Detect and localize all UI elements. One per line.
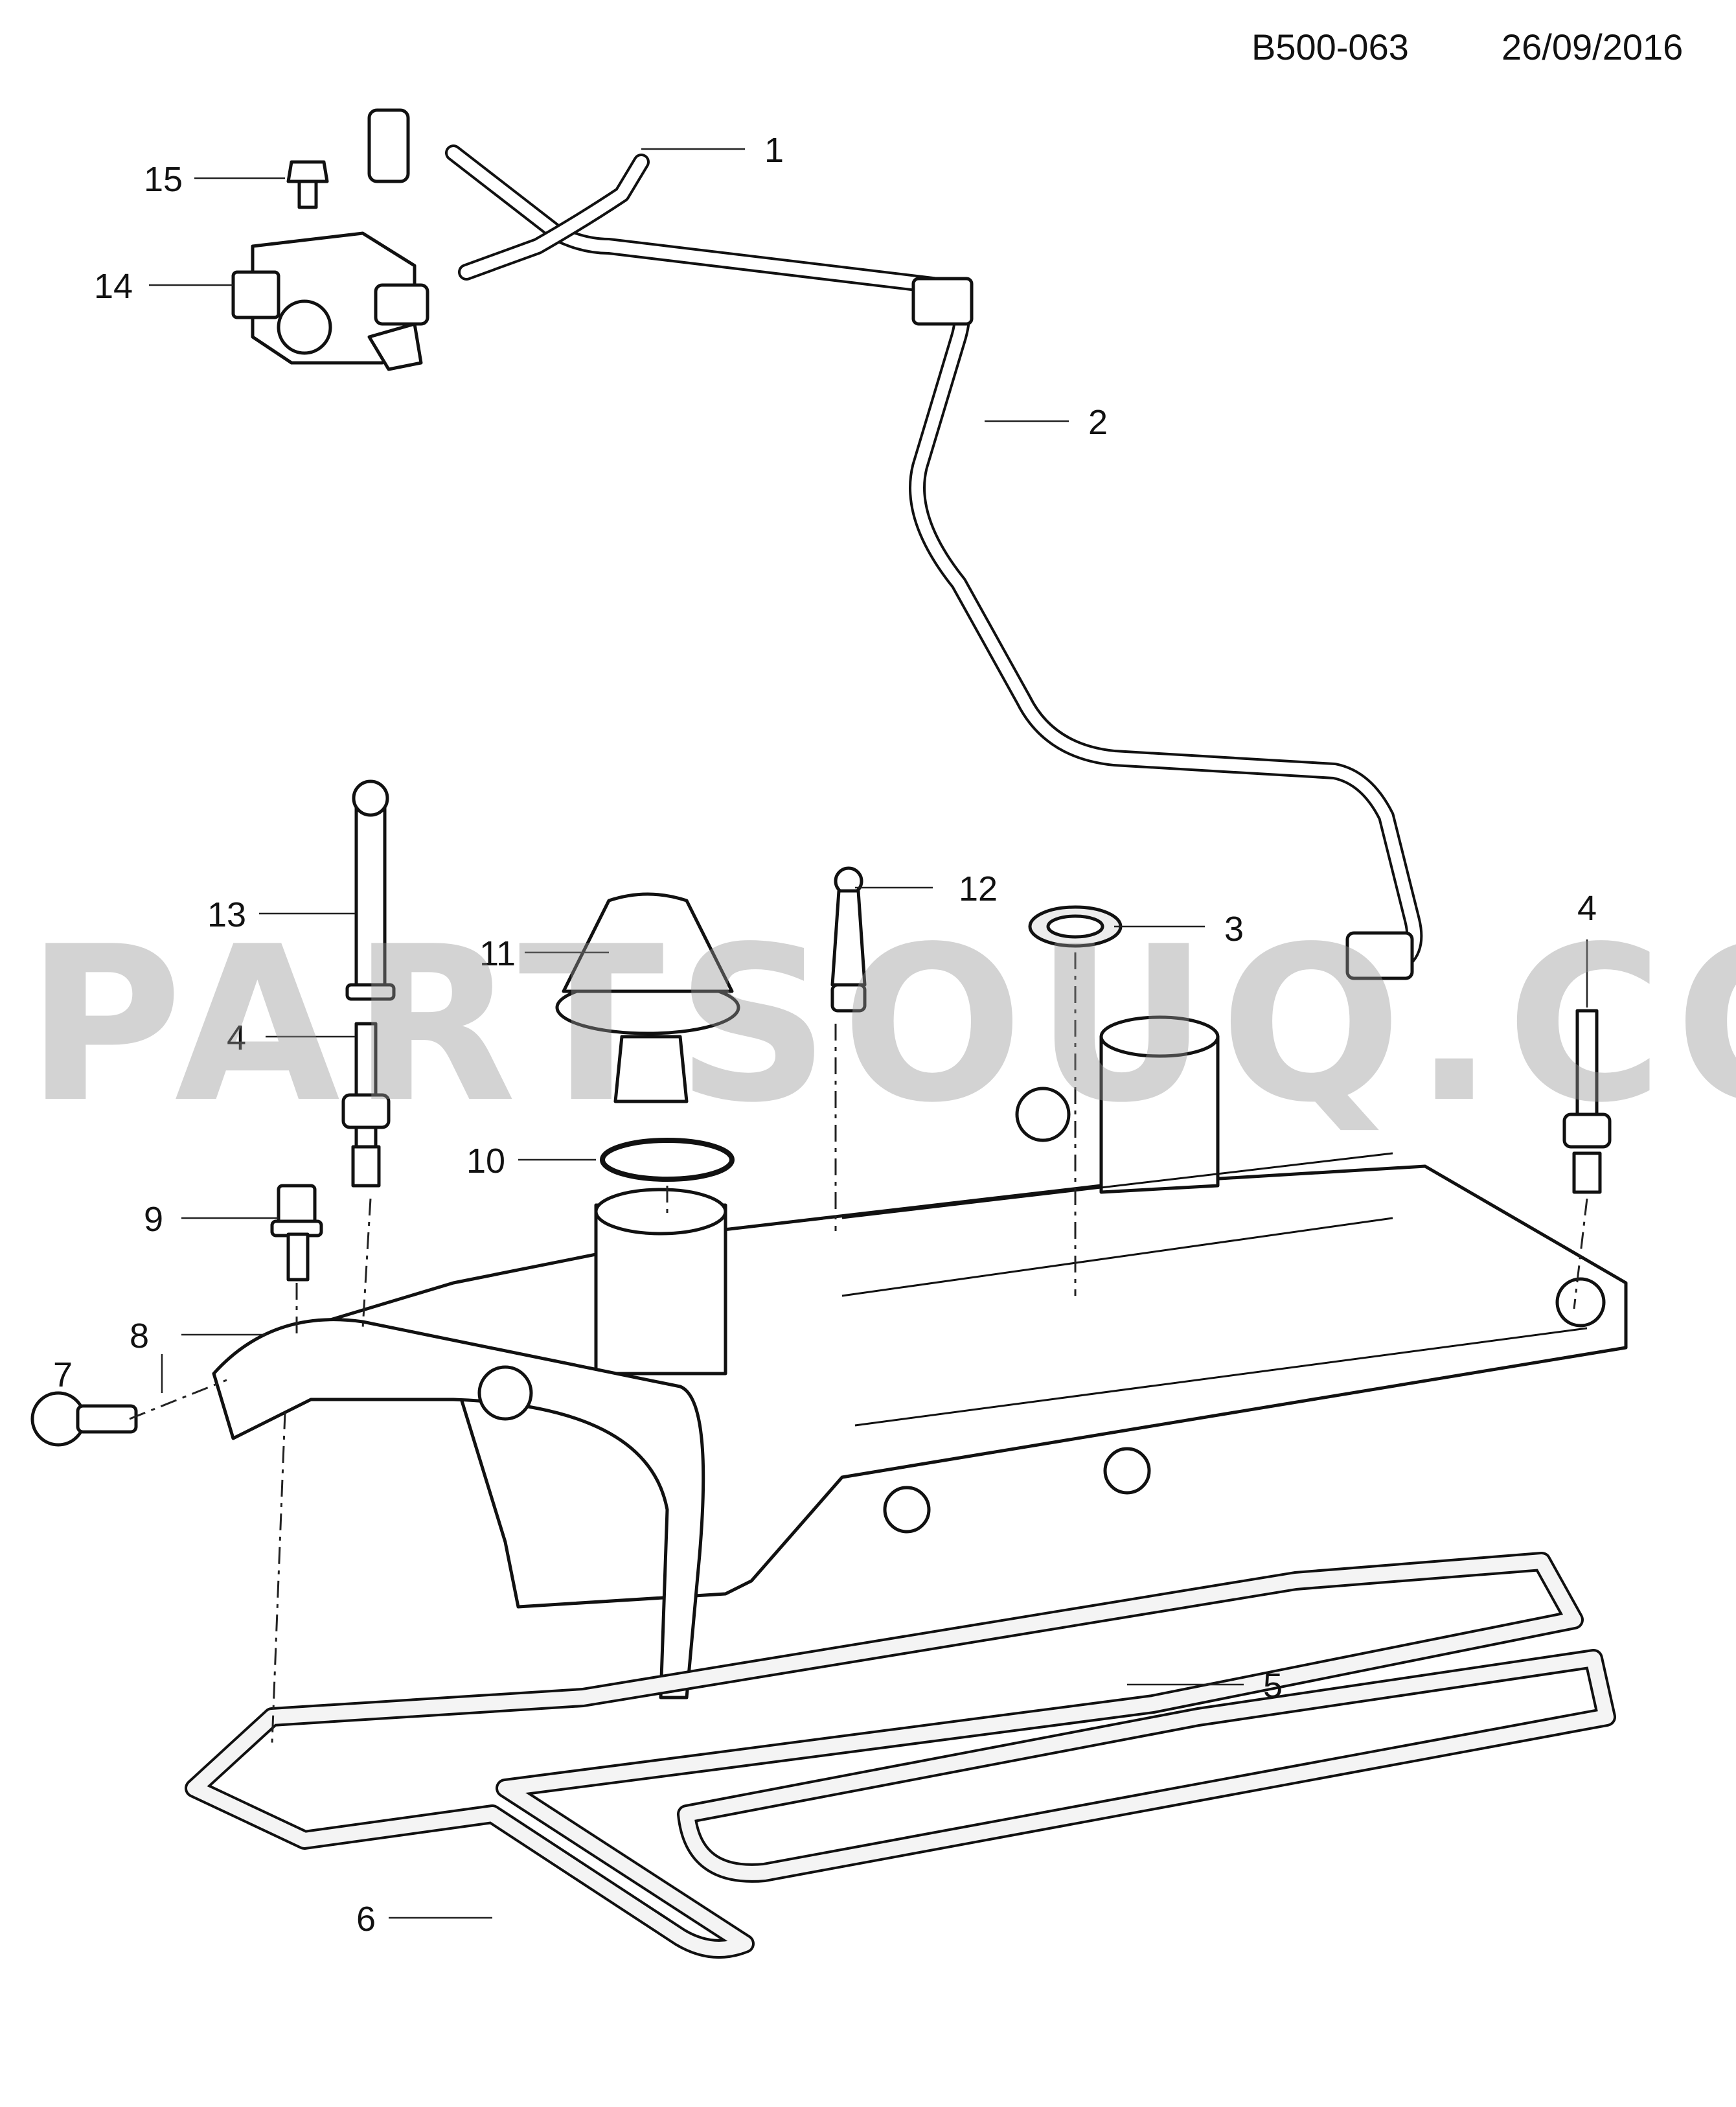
diagram-date: 26/09/2016 bbox=[1502, 27, 1684, 67]
gasket-6[interactable] bbox=[185, 1552, 1584, 1959]
hose-assembly[interactable] bbox=[367, 108, 1423, 980]
callout-10: 10 bbox=[466, 1142, 505, 1180]
callout-4-left: 4 bbox=[227, 1019, 246, 1057]
callout-1: 1 bbox=[764, 131, 784, 170]
callout-3: 3 bbox=[1224, 910, 1244, 949]
leader-lines bbox=[149, 148, 1588, 1919]
diagram-code: B500-063 bbox=[1251, 27, 1409, 67]
gasket-5[interactable] bbox=[677, 1649, 1616, 1883]
o-ring-10[interactable] bbox=[600, 1138, 735, 1182]
callout-7: 7 bbox=[53, 1355, 73, 1394]
callout-4-right: 4 bbox=[1577, 889, 1597, 928]
valve-cover[interactable] bbox=[212, 1015, 1628, 1699]
vacuum-valve[interactable] bbox=[231, 231, 429, 371]
callout-12: 12 bbox=[959, 869, 998, 908]
watermark: PARTSOUQ.COM bbox=[26, 901, 1736, 1149]
callout-5: 5 bbox=[1263, 1666, 1283, 1705]
callout-2: 2 bbox=[1088, 403, 1108, 442]
callout-15: 15 bbox=[144, 160, 183, 199]
callout-9: 9 bbox=[144, 1200, 163, 1239]
alignment-lines bbox=[129, 952, 1588, 1744]
bolt-15[interactable] bbox=[286, 160, 329, 209]
bolt-7[interactable] bbox=[30, 1391, 138, 1447]
stud-13[interactable] bbox=[345, 779, 396, 1001]
stud-12[interactable] bbox=[830, 866, 867, 1013]
stud-4-left[interactable] bbox=[341, 1022, 391, 1188]
oil-filler-cap[interactable] bbox=[555, 892, 740, 1103]
bolt-9[interactable] bbox=[270, 1184, 323, 1282]
callout-8: 8 bbox=[130, 1317, 149, 1355]
callout-13: 13 bbox=[207, 895, 246, 934]
stud-4-right[interactable] bbox=[1562, 1009, 1612, 1194]
callout-labels: 1 2 3 4 4 5 6 7 8 9 10 11 12 13 14 15 bbox=[53, 131, 1597, 1939]
callout-11: 11 bbox=[479, 934, 516, 973]
callout-14: 14 bbox=[94, 267, 133, 306]
callout-6: 6 bbox=[356, 1900, 376, 1939]
